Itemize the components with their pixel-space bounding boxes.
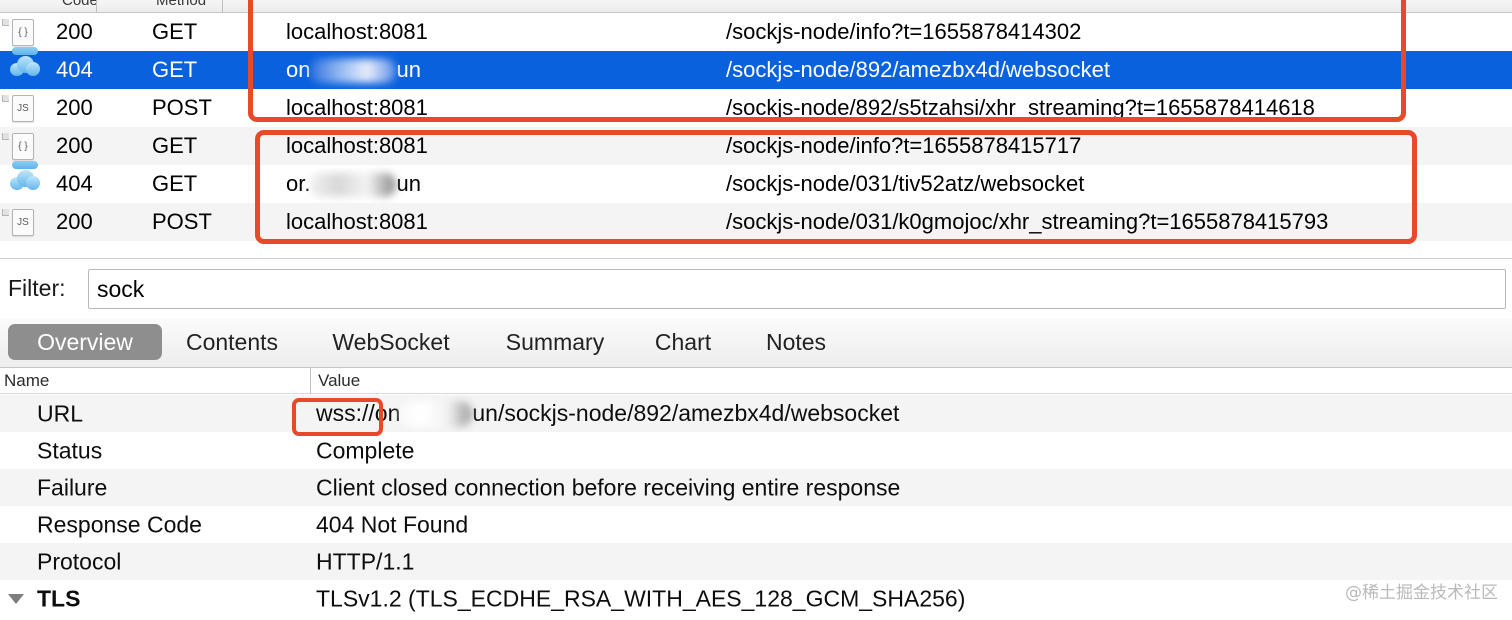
detail-row[interactable]: Failure Client closed connection before r…	[0, 469, 1512, 506]
detail-value-suffix: un/sockjs-node/892/amezbx4d/websocket	[472, 399, 900, 426]
filter-input[interactable]: sock	[88, 269, 1506, 309]
row-host: or. un	[286, 170, 421, 198]
row-host: localhost:8081	[286, 209, 428, 235]
row-type-icon	[10, 47, 40, 85]
row-status-code: 404	[56, 57, 93, 82]
row-method: GET	[152, 19, 198, 44]
redacted-host-blur	[400, 401, 473, 428]
detail-row[interactable]: Protocol HTTP/1.1	[0, 543, 1512, 580]
row-method: GET	[152, 171, 198, 196]
detail-row[interactable]: Response Code 404 Not Found	[0, 506, 1512, 543]
detail-value-text: HTTP/1.1	[316, 548, 415, 574]
row-host: localhost:8081	[286, 19, 428, 45]
row-host: on un	[286, 56, 421, 84]
column-header-code[interactable]: Code	[62, 0, 98, 9]
host-text: localhost:8081	[286, 209, 428, 234]
detail-column-header: Name Value	[0, 368, 1512, 394]
row-host: localhost:8081	[286, 133, 428, 159]
detail-row[interactable]: URL wss://on un/sockjs-node/892/amezbx4d/w…	[0, 395, 1512, 432]
tab-summary[interactable]: Summary	[505, 329, 605, 355]
row-status-code: 200	[56, 19, 93, 44]
detail-value-prefix: wss://on	[316, 399, 401, 426]
host-suffix: un	[396, 56, 421, 82]
tab-contents[interactable]: Contents	[185, 329, 279, 355]
row-type-icon: JS	[2, 93, 40, 123]
detail-row[interactable]: TLS TLSv1.2 (TLS_ECDHE_RSA_WITH_AES_128_G…	[0, 580, 1512, 617]
detail-value: HTTP/1.1	[316, 548, 414, 575]
row-path: /sockjs-node/892/s5tzahsi/xhr_streaming?…	[726, 95, 1315, 120]
redacted-host-blur	[310, 59, 397, 84]
row-type-icon: JS	[2, 207, 40, 237]
detail-value: 404 Not Found	[316, 511, 468, 538]
detail-pane: Name Value URL wss://on un/sockjs-node/892…	[0, 368, 1512, 620]
column-divider-1[interactable]	[96, 0, 97, 13]
detail-value-text: Complete	[316, 437, 415, 463]
detail-tab-bar: Overview Contents WebSocket Summary Chart Not…	[0, 318, 1512, 368]
row-method: POST	[152, 209, 212, 234]
detail-value-text: TLSv1.2 (TLS_ECDHE_RSA_WITH_AES_128_GCM_…	[316, 585, 966, 611]
detail-value-text: 404 Not Found	[316, 511, 469, 537]
row-type-icon: { }	[2, 131, 40, 161]
filter-bar: Filter: sock	[0, 258, 1512, 318]
row-path: /sockjs-node/031/k0gmojoc/xhr_streaming?…	[726, 209, 1329, 234]
request-list-column-header: Code Method	[0, 0, 1512, 13]
row-method: POST	[152, 95, 212, 120]
tab-chart[interactable]: Chart	[654, 329, 712, 355]
detail-name: Failure	[37, 474, 108, 500]
detail-value: Client closed connection before receivin…	[316, 474, 900, 501]
row-status-code: 404	[56, 171, 93, 196]
row-path: /sockjs-node/info?t=1655878414302	[726, 19, 1082, 44]
row-path: /sockjs-node/892/amezbx4d/websocket	[726, 57, 1110, 82]
detail-name: Protocol	[37, 548, 122, 574]
request-row[interactable]: 404 GET on un/sockjs-node/892/amezbx4d/webs…	[0, 47, 1512, 89]
row-status-code: 200	[56, 209, 93, 234]
filter-label: Filter:	[8, 275, 66, 301]
request-row[interactable]: { } 200 GET localhost:8081/sockjs-node/info…	[0, 13, 1512, 51]
request-row[interactable]: 404 GET or. un/sockjs-node/031/tiv52atz/web…	[0, 161, 1512, 203]
detail-value-text: Client closed connection before receivin…	[316, 474, 901, 500]
detail-column-divider[interactable]	[310, 368, 311, 394]
detail-name: Status	[37, 437, 103, 463]
request-row[interactable]: JS 200 POST localhost:8081/sockjs-node/031/…	[0, 203, 1512, 241]
detail-value: TLSv1.2 (TLS_ECDHE_RSA_WITH_AES_128_GCM_…	[316, 585, 965, 612]
tab-websocket[interactable]: WebSocket	[332, 329, 450, 355]
request-row[interactable]: JS 200 POST localhost:8081/sockjs-node/892/…	[0, 89, 1512, 127]
detail-name: TLS	[37, 585, 81, 611]
detail-name: Response Code	[37, 511, 202, 537]
host-text: localhost:8081	[286, 19, 428, 44]
row-type-icon	[10, 161, 40, 199]
watermark: @稀土掘金技术社区	[1345, 583, 1498, 603]
row-status-code: 200	[56, 95, 93, 120]
host-prefix: or.	[286, 170, 311, 196]
host-suffix: un	[396, 170, 421, 196]
detail-name: URL	[37, 400, 84, 426]
redacted-host-blur	[310, 173, 397, 198]
row-path: /sockjs-node/info?t=1655878415717	[726, 133, 1082, 158]
detail-header-name[interactable]: Name	[4, 371, 50, 390]
host-prefix: on	[286, 56, 311, 82]
row-path: /sockjs-node/031/tiv52atz/websocket	[726, 171, 1085, 196]
request-row[interactable]: { } 200 GET localhost:8081/sockjs-node/info…	[0, 127, 1512, 165]
detail-value: Complete	[316, 437, 414, 464]
row-host: localhost:8081	[286, 95, 428, 121]
tab-notes[interactable]: Notes	[765, 329, 827, 355]
host-text: localhost:8081	[286, 95, 428, 120]
detail-header-value[interactable]: Value	[318, 371, 361, 390]
disclosure-triangle-icon[interactable]	[8, 593, 24, 604]
row-status-code: 200	[56, 133, 93, 158]
row-type-icon: { }	[2, 17, 40, 47]
tab-overview[interactable]: Overview	[8, 324, 162, 360]
detail-row[interactable]: Status Complete	[0, 432, 1512, 469]
host-text: localhost:8081	[286, 133, 428, 158]
row-method: GET	[152, 133, 198, 158]
detail-value: wss://on un/sockjs-node/892/amezbx4d/webs…	[316, 400, 899, 428]
column-divider-2[interactable]	[222, 0, 223, 13]
row-method: GET	[152, 57, 198, 82]
column-header-method[interactable]: Method	[156, 0, 207, 9]
